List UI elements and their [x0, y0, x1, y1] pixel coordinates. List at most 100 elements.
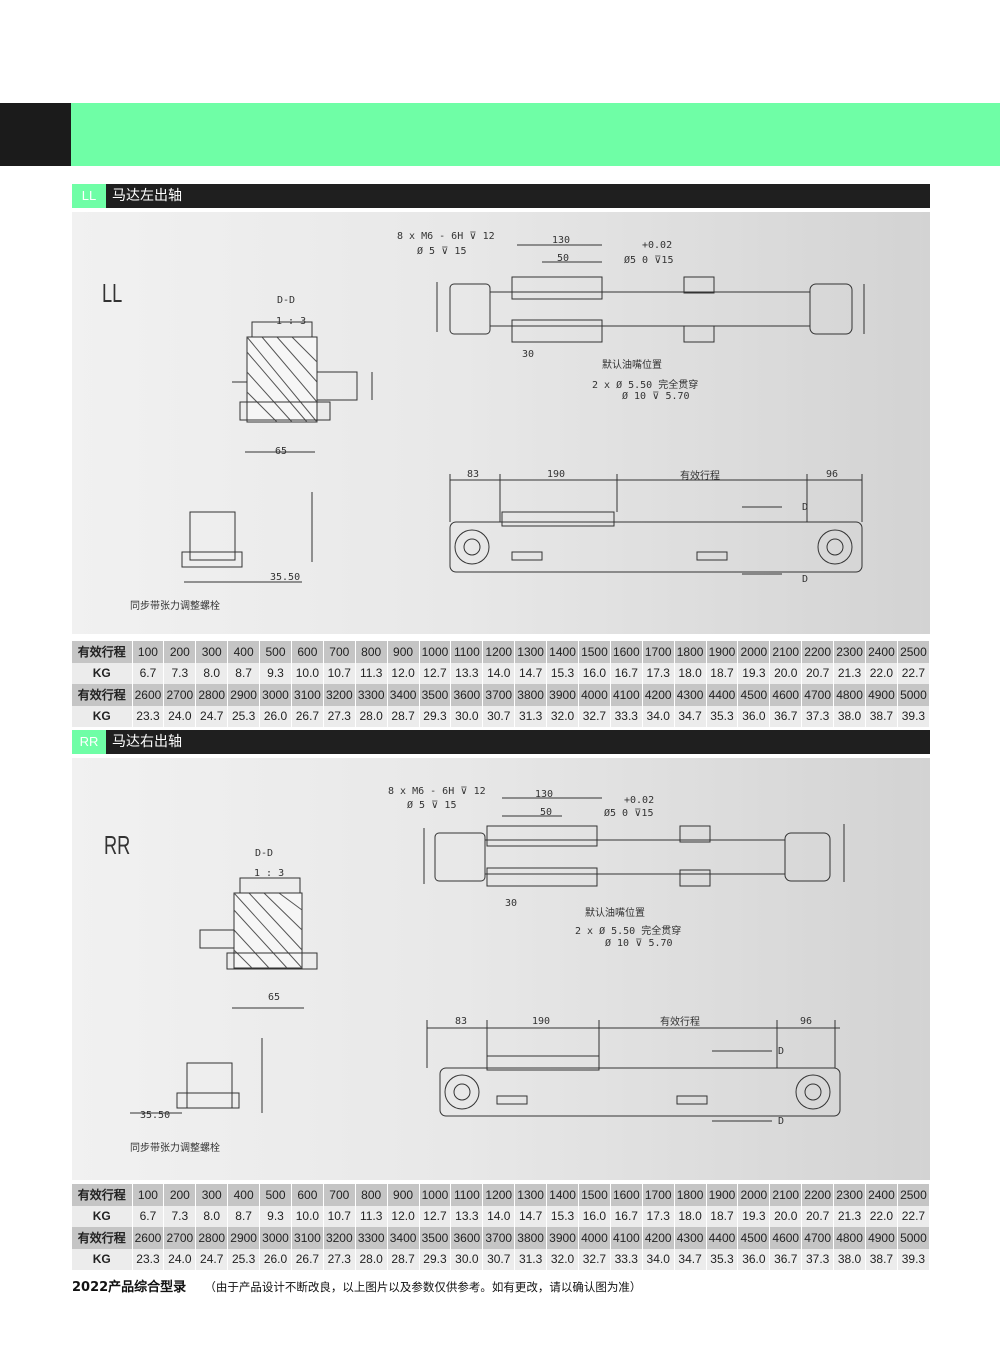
table-cell: 36.0: [737, 705, 771, 727]
table-cell: 29.3: [419, 705, 452, 727]
table-cell: 1100: [450, 1184, 484, 1206]
row-header: KG: [72, 662, 133, 684]
table-cell: 19.3: [737, 662, 771, 684]
page-footer: 2022产品综合型录 （由于产品设计不断改良，以上图片以及参数仅供参考。如有更改…: [72, 1276, 641, 1295]
table-cell: 26.0: [259, 705, 292, 727]
table-cell: 39.3: [897, 705, 931, 727]
table-cell: 3900: [546, 684, 579, 706]
table-cell: 1800: [674, 1184, 707, 1206]
table-cell: 20.0: [769, 1205, 803, 1227]
table-cell: 2300: [833, 641, 866, 663]
table-cell: 20.0: [769, 662, 803, 684]
label-belt: 同步带张力调整螺栓: [130, 599, 220, 612]
label-belt: 同步带张力调整螺栓: [130, 1141, 220, 1154]
table-cell: 2200: [801, 641, 835, 663]
table-cell: 31.3: [514, 1248, 548, 1270]
table-cell: 26.0: [259, 1248, 292, 1270]
table-cell: 1600: [610, 1184, 643, 1206]
table-cell: 10.7: [323, 1205, 356, 1227]
table-cell: 2000: [737, 1184, 771, 1206]
table-cell: 20.7: [801, 1205, 835, 1227]
label-d-top: D: [802, 502, 808, 513]
table-cell: 3600: [450, 684, 484, 706]
table-cell: 32.7: [578, 705, 611, 727]
row-header: 有效行程: [72, 641, 133, 663]
table-cell: 2700: [163, 1227, 197, 1249]
table-cell: 32.7: [578, 1248, 611, 1270]
table-cell: 26.7: [291, 1248, 324, 1270]
table-cell: 34.0: [642, 1248, 675, 1270]
section-title: 马达右出轴: [112, 734, 182, 750]
table-cell: 39.3: [897, 1248, 931, 1270]
table-cell: 4000: [578, 1227, 611, 1249]
dim-50: 50: [557, 253, 569, 264]
table-cell: 200: [163, 1184, 197, 1206]
section-header-rr: RR 马达右出轴: [72, 730, 930, 754]
table-cell: 38.0: [833, 705, 866, 727]
table-cell: 24.7: [195, 705, 229, 727]
dim-30: 30: [522, 349, 534, 360]
table-cell: 3100: [291, 684, 324, 706]
table-cell: 32.0: [546, 705, 579, 727]
label-stroke: 有效行程: [660, 1015, 700, 1028]
table-cell: 2500: [897, 641, 931, 663]
table-cell: 4500: [737, 1227, 771, 1249]
label-thread: 8 x M6 - 6H ⊽ 12: [397, 231, 495, 242]
table-cell: 11.3: [355, 1205, 388, 1227]
label-scale: 1 : 3: [254, 868, 284, 879]
dim-190: 190: [547, 469, 565, 480]
table-cell: 1900: [706, 1184, 739, 1206]
label-hole: Ø 5 ⊽ 15: [417, 245, 466, 257]
table-cell: 4400: [706, 1227, 739, 1249]
banner-green-bar: [71, 103, 1000, 166]
table-cell: 3500: [419, 684, 452, 706]
table-cell: 22.0: [865, 1205, 898, 1227]
table-cell: 3100: [291, 1227, 324, 1249]
table-cell: 4200: [642, 684, 675, 706]
table-cell: 35.3: [706, 705, 739, 727]
table-cell: 24.0: [163, 705, 197, 727]
table-cell: 4300: [674, 1227, 707, 1249]
table-cell: 18.0: [674, 1205, 707, 1227]
table-cell: 6.7: [132, 662, 165, 684]
table-cell: 25.3: [227, 1248, 261, 1270]
drawing-ll: LL: [72, 212, 930, 634]
table-cell: 4500: [737, 684, 771, 706]
table-cell: 4700: [801, 684, 835, 706]
table-cell: 3700: [482, 684, 516, 706]
table-cell: 12.0: [387, 1205, 420, 1227]
label-oil: 默认油嘴位置: [602, 358, 662, 371]
table-cell: 2800: [195, 1227, 229, 1249]
table-cell: 15.3: [546, 662, 579, 684]
table-cell: 10.7: [323, 662, 356, 684]
table-cell: 3800: [514, 684, 548, 706]
table-cell: 30.0: [450, 705, 484, 727]
dim-83: 83: [467, 469, 479, 480]
table-cell: 21.3: [833, 1205, 866, 1227]
table-cell: 3500: [419, 1227, 452, 1249]
table-cell: 31.3: [514, 705, 548, 727]
table-cell: 23.3: [132, 705, 165, 727]
table-cell: 2400: [865, 641, 898, 663]
table-cell: 7.3: [163, 662, 197, 684]
row-header: KG: [72, 1248, 133, 1270]
table-cell: 7.3: [163, 1205, 197, 1227]
table-cell: 35.3: [706, 1248, 739, 1270]
table-cell: 9.3: [259, 662, 292, 684]
table-cell: 4300: [674, 684, 707, 706]
table-cell: 32.0: [546, 1248, 579, 1270]
table-cell: 500: [259, 1184, 292, 1206]
table-cell: 22.7: [897, 1205, 931, 1227]
table-cell: 3800: [514, 1227, 548, 1249]
dim-130: 130: [552, 235, 570, 246]
table-cell: 5000: [897, 684, 931, 706]
table-cell: 400: [227, 641, 261, 663]
table-cell: 2900: [227, 1227, 261, 1249]
table-cell: 800: [355, 1184, 388, 1206]
row-header: KG: [72, 1205, 133, 1227]
